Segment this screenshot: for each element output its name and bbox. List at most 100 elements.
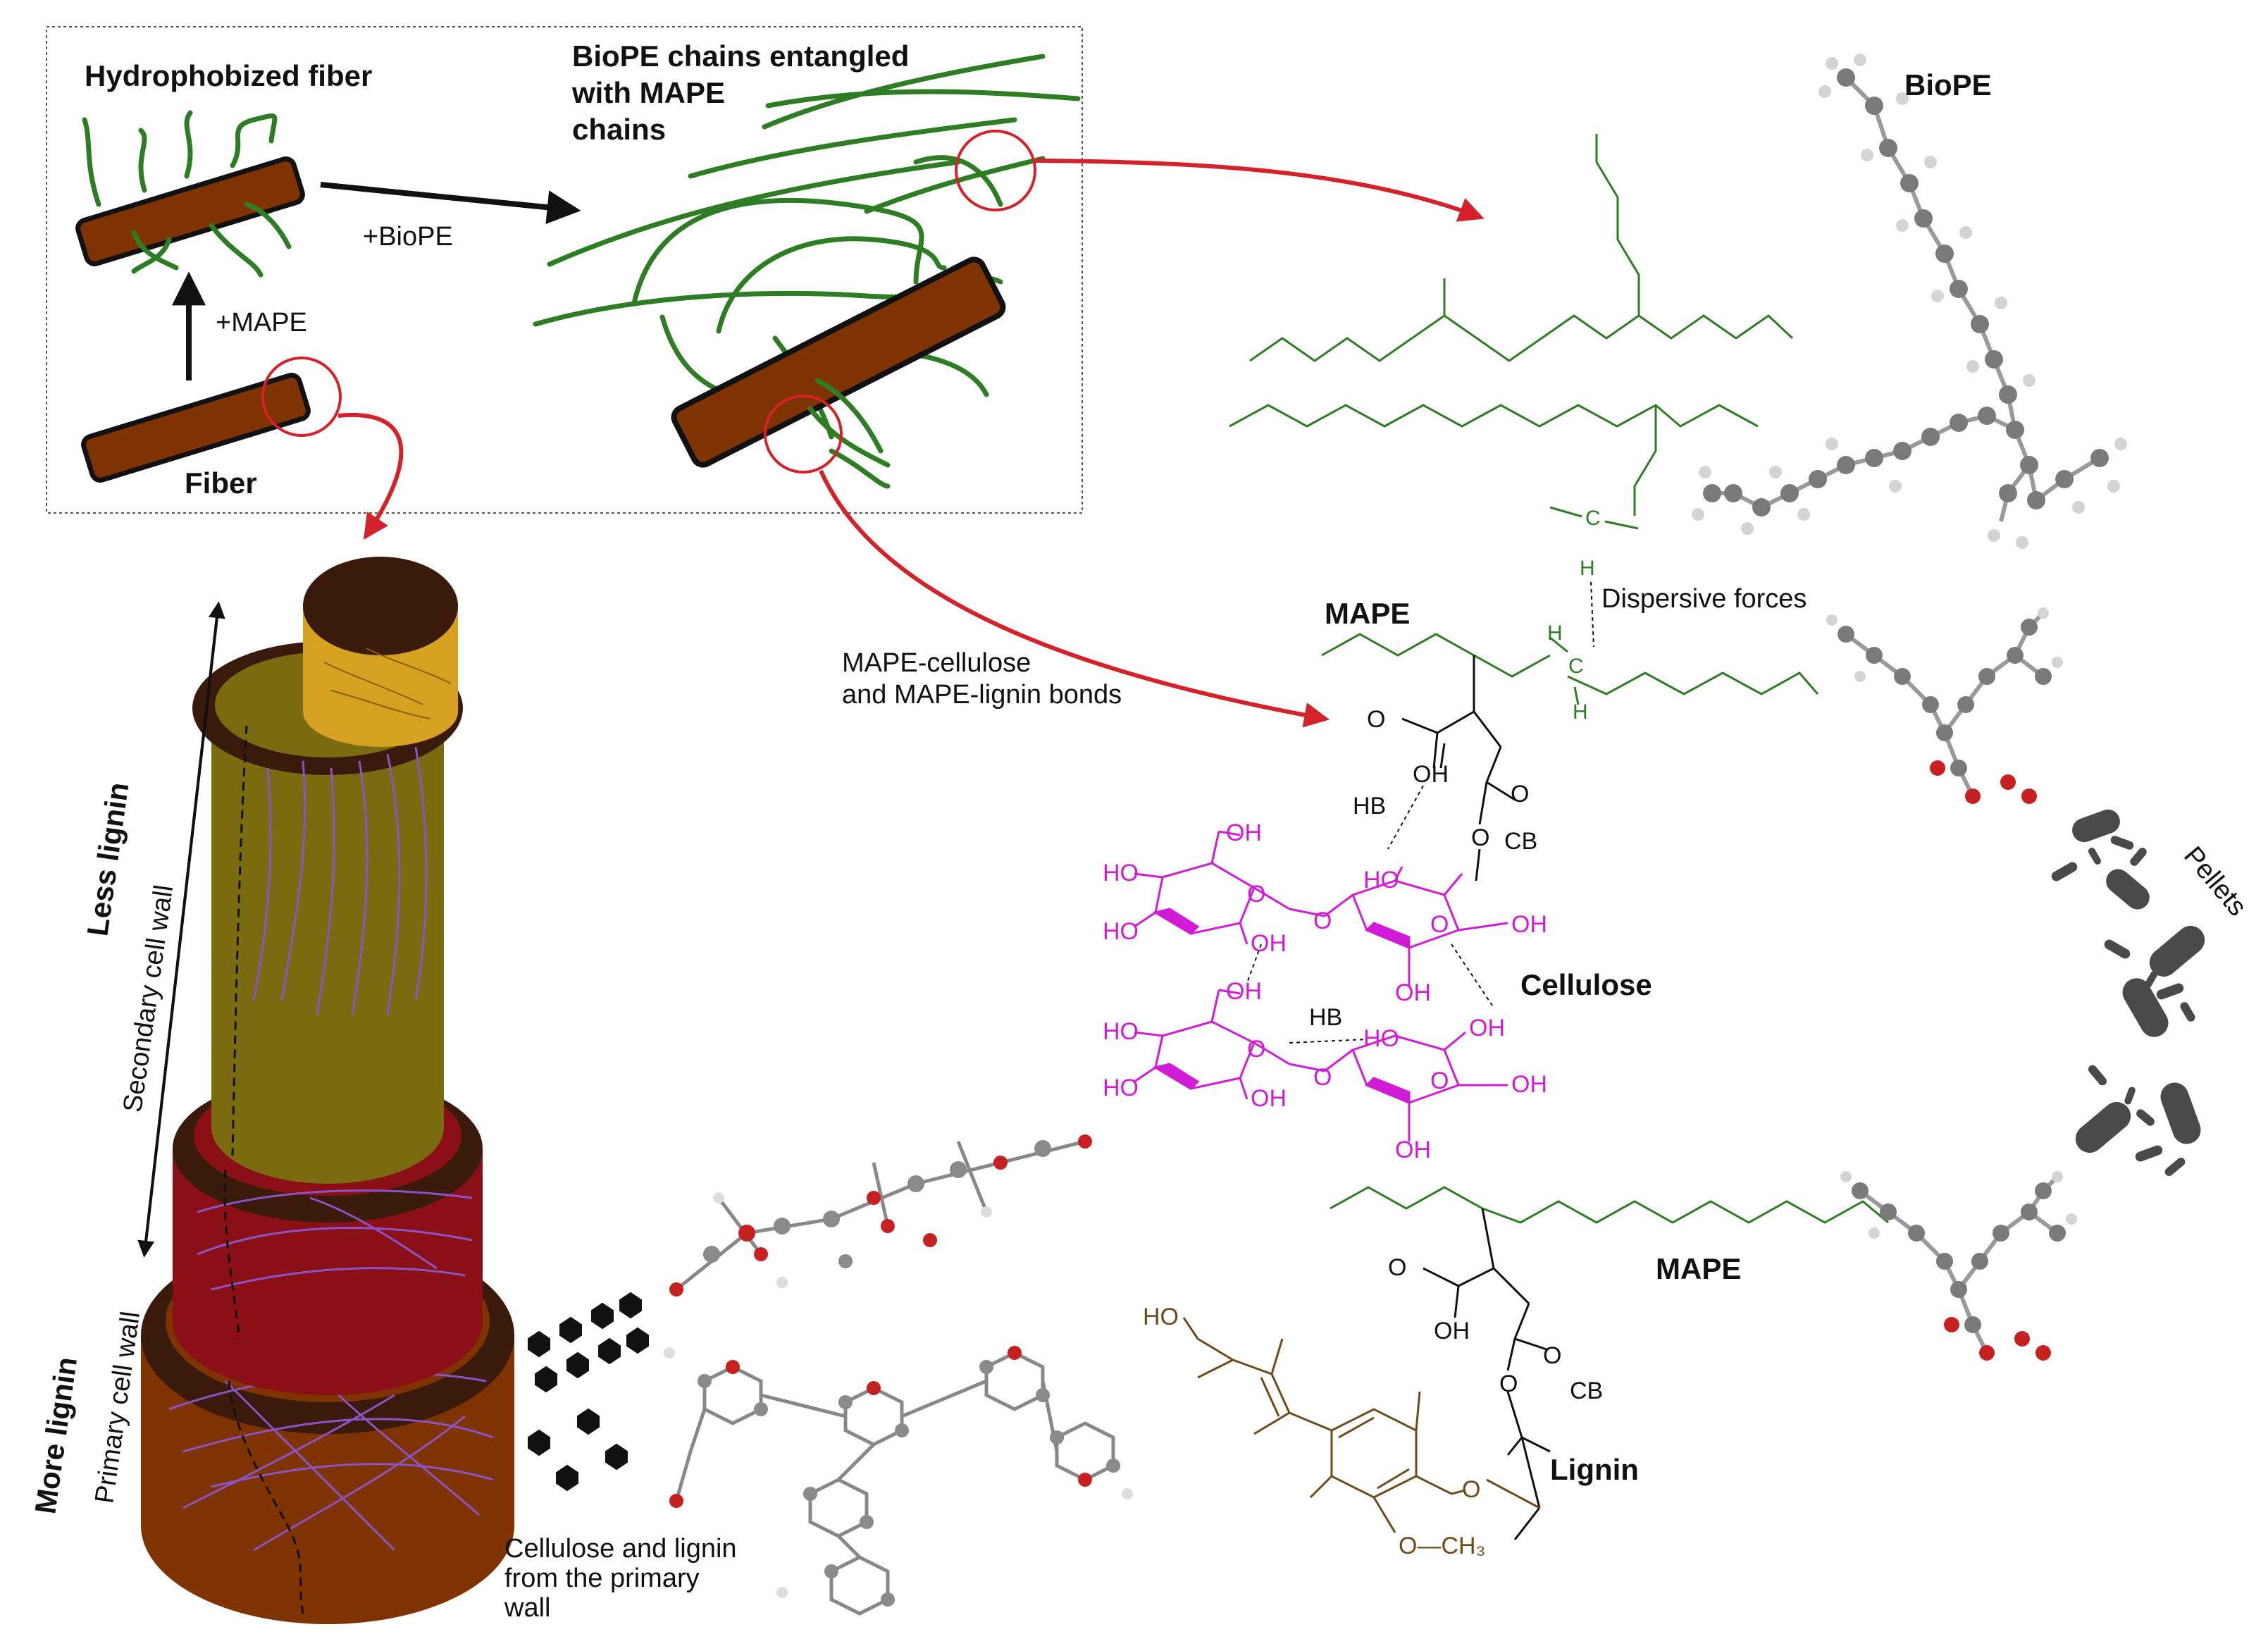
svg-text:HO: HO — [1363, 1025, 1399, 1052]
mape-3d-atoms-top — [1826, 607, 2063, 804]
svg-text:O: O — [1388, 1254, 1406, 1281]
entangled-network — [533, 54, 1081, 489]
lignin-label: Lignin — [1550, 1453, 1639, 1486]
lignin-atom-labels: HO O O—CH₃ — [1143, 1304, 1485, 1559]
cellulose-label: Cellulose — [1520, 968, 1652, 1001]
svg-text:O—CH₃: O—CH₃ — [1399, 1533, 1485, 1559]
svg-text:O: O — [1511, 781, 1529, 807]
mape-bottom-label: MAPE — [1656, 1252, 1741, 1285]
svg-text:O: O — [1430, 911, 1449, 938]
svg-text:OH: OH — [1434, 1318, 1470, 1344]
biope-3d-hydrogens — [1692, 54, 2127, 549]
svg-text:HO: HO — [1103, 1018, 1139, 1045]
lignin-structure — [1182, 1317, 1540, 1533]
svg-text:H: H — [1580, 557, 1595, 580]
svg-text:OH: OH — [1251, 930, 1287, 957]
svg-text:C: C — [1568, 655, 1584, 678]
pellets — [2051, 809, 2205, 1177]
more-lignin-label: More lignin — [28, 1355, 83, 1516]
svg-text:HO: HO — [1103, 918, 1139, 945]
primary-wall-text-1: Cellulose and lignin — [504, 1534, 737, 1564]
svg-text:HO: HO — [1363, 867, 1399, 893]
svg-text:O: O — [1367, 706, 1385, 733]
svg-text:OH: OH — [1395, 1137, 1431, 1163]
hb-dash-top — [1387, 785, 1424, 850]
svg-text:CB: CB — [1570, 1378, 1603, 1404]
svg-text:OH: OH — [1413, 761, 1449, 788]
lignin-atoms — [664, 1346, 1133, 1607]
cellulose-hb-dashes — [1246, 943, 1494, 1044]
mape-bottom-skeletal — [1330, 1186, 1889, 1224]
svg-text:C: C — [1585, 507, 1601, 530]
svg-text:CB: CB — [1504, 828, 1537, 855]
svg-text:OH: OH — [1395, 979, 1431, 1006]
svg-text:O: O — [1471, 824, 1489, 851]
cellulose-atom-labels: OH HO HO O OH O HO O OH OH OH HO HO O OH… — [1103, 819, 1547, 1163]
red-arrow-to-biope — [1035, 159, 1485, 222]
svg-text:O: O — [1313, 908, 1332, 934]
secondary-cell-wall-label: Secondary cell wall — [118, 883, 179, 1114]
svg-text:OH: OH — [1469, 1015, 1505, 1041]
mape-top-skeletal — [1321, 633, 1819, 705]
lignin-gradient-arrow-head — [143, 601, 225, 1255]
primary-wall-text-3: wall — [504, 1593, 550, 1623]
svg-text:HO: HO — [1103, 860, 1139, 886]
svg-text:O: O — [1499, 1370, 1518, 1397]
svg-text:HB: HB — [1353, 793, 1386, 819]
plus-biope-label: +BioPE — [363, 222, 453, 252]
cell-wall-model — [141, 557, 514, 1624]
red-arrow-to-wall — [337, 412, 404, 540]
svg-text:O: O — [1462, 1476, 1480, 1503]
hydrophobized-fiber-title: Hydrophobized fiber — [85, 59, 372, 92]
mape-top-hydrogens: H C H — [1547, 621, 1588, 724]
primary-wall-text-2: from the primary — [504, 1564, 700, 1593]
red-arrow-to-mape — [819, 469, 1330, 728]
primary-cell-wall-label: Primary cell wall — [89, 1310, 146, 1506]
svg-text:OH: OH — [1511, 1071, 1547, 1098]
mape-bottom-atoms: O OH O O CB — [1388, 1254, 1603, 1404]
mape-bonds-label-2: and MAPE-lignin bonds — [842, 680, 1122, 710]
mape-bonds-label-1: MAPE-cellulose — [842, 648, 1031, 678]
biope-3d-atoms — [1703, 68, 2109, 516]
svg-text:O: O — [1430, 1068, 1449, 1094]
mape-3d-atoms-bottom — [1840, 1171, 2077, 1361]
svg-text:OH: OH — [1226, 819, 1262, 846]
cellulose-ball-stick — [675, 1139, 1086, 1291]
svg-text:O: O — [1247, 1036, 1265, 1063]
svg-text:HO: HO — [1143, 1304, 1179, 1330]
less-lignin-label: Less lignin — [80, 780, 135, 938]
cellulose-structure — [1134, 830, 1508, 1141]
biope-h-bond: C H — [1580, 507, 1601, 648]
mape-top-label: MAPE — [1325, 597, 1410, 630]
biope-entangled-title-3: chains — [572, 113, 666, 146]
svg-text:H: H — [1547, 621, 1563, 645]
plus-mape-label: +MAPE — [216, 308, 307, 338]
biope-skeletal — [1229, 134, 1794, 530]
svg-text:O: O — [1247, 881, 1265, 908]
mape-top-anhydride — [1401, 655, 1516, 881]
zoom-circle-interface — [764, 395, 843, 474]
svg-text:H: H — [1573, 700, 1588, 724]
svg-text:O: O — [1313, 1064, 1332, 1091]
hydrophobized-fiber — [75, 110, 305, 278]
biope-label: BioPE — [1904, 68, 1992, 101]
svg-text:HO: HO — [1103, 1075, 1139, 1101]
svg-text:O: O — [1543, 1342, 1561, 1369]
svg-text:OH: OH — [1511, 911, 1547, 938]
hb-label-middle: HB — [1309, 1004, 1342, 1031]
biope-entangled-title-2: with MAPE — [571, 76, 725, 109]
zoom-circle-chains — [955, 130, 1036, 211]
entangled-overlay — [807, 378, 891, 468]
mape-bottom-anhydride — [1423, 1208, 1551, 1540]
primary-wall-molecules — [528, 1292, 649, 1492]
biope-entangled-title-1: BioPE chains entangled — [572, 39, 909, 73]
svg-text:OH: OH — [1226, 978, 1262, 1005]
pellets-label: Pellets — [2178, 841, 2252, 922]
mape-top-atoms: O OH O O HB CB — [1353, 706, 1537, 855]
svg-text:OH: OH — [1251, 1085, 1287, 1112]
cellulose-atoms — [669, 1134, 1092, 1297]
biope-arrow — [320, 182, 581, 225]
dispersive-forces-label: Dispersive forces — [1601, 584, 1807, 614]
